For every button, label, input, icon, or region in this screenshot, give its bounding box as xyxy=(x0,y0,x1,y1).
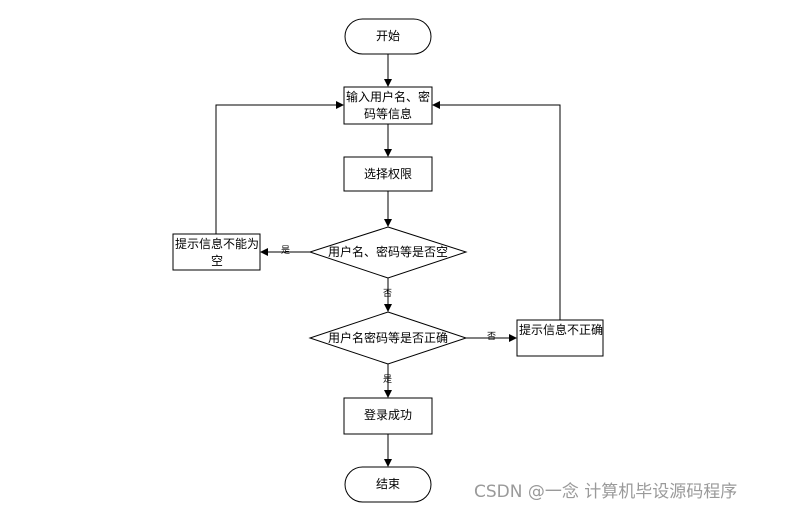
edge-label-empty-yes: 是 xyxy=(281,246,291,256)
watermark-text: CSDN @一念 计算机毕设源码程序 xyxy=(474,482,738,502)
edge-label-empty-no: 否 xyxy=(383,289,393,299)
hint-empty-label: 提示信息不能为空 xyxy=(175,237,260,268)
login-success-box xyxy=(343,397,433,435)
check-correct-label: 用户名密码等是否正确 xyxy=(327,331,448,345)
select-permission-box xyxy=(343,156,433,192)
edge-label-correct-no: 否 xyxy=(487,332,497,342)
edge-hint-incorrect-back xyxy=(432,101,561,320)
edge-hint-empty-back xyxy=(215,101,344,234)
check-empty-label: 用户名、密码等是否空 xyxy=(327,245,448,259)
input-label: 输入用户名、密码等信息 xyxy=(346,90,431,121)
select-permission-label: 选择权限 xyxy=(363,167,412,181)
end-terminal xyxy=(344,466,432,503)
start-label: 开始 xyxy=(375,29,400,43)
end-label: 结束 xyxy=(375,477,400,491)
input-box xyxy=(343,86,433,125)
login-success-label: 登录成功 xyxy=(363,408,412,422)
hint-incorrect-label: 提示信息不正确 xyxy=(519,323,604,337)
edge-label-correct-yes: 是 xyxy=(383,375,393,385)
